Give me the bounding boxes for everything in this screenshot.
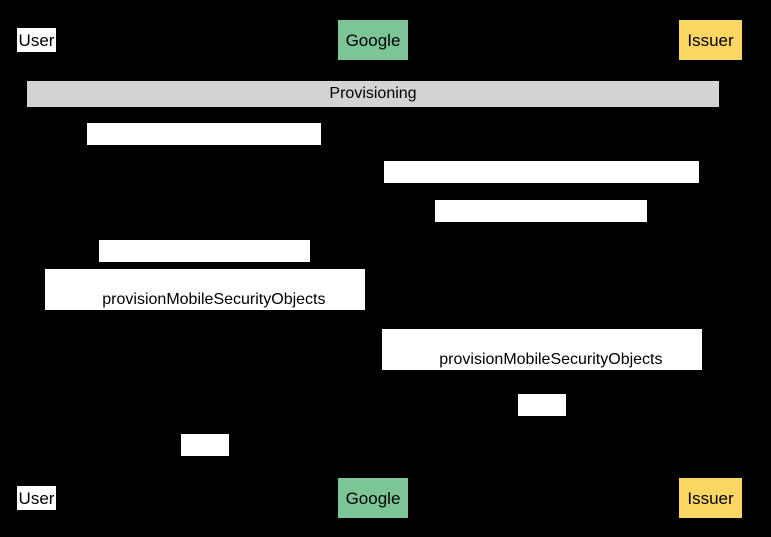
participant-label: Issuer: [687, 488, 734, 508]
message-label-provision-credential: provisionCredential(credentialId): [87, 123, 337, 162]
participant-head-user[interactable]: User: [17, 28, 56, 52]
message-label-provision-mso-google-to-issuer: provisionMobileSecurityObjects (credenti…: [382, 329, 702, 408]
message-line-1: provisionCredential(credentialId): [106, 145, 338, 162]
message-line-1: provisionMobileSecurityObjects: [102, 291, 326, 308]
message-line-1: provisionMobileSecurityObjects: [439, 351, 663, 368]
participant-foot-google[interactable]: Google: [338, 478, 408, 518]
message-line-1: Digital ID, credentialVersionId: [454, 222, 665, 239]
participant-foot-issuer[interactable]: Issuer: [679, 478, 742, 518]
participant-label: Google: [345, 30, 401, 50]
message-label-digital-id-issuer-to-google: Digital ID, credentialVersionId: [435, 200, 665, 239]
participant-label: User: [18, 30, 55, 50]
participant-label: User: [18, 488, 55, 508]
participant-foot-user[interactable]: User: [17, 486, 56, 510]
message-line-1: MSOs: [200, 456, 246, 473]
participant-head-google[interactable]: Google: [338, 20, 408, 60]
participant-head-issuer[interactable]: Issuer: [679, 20, 742, 60]
message-line-2: (credentialId, authKeys, proofOfProvisio…: [384, 391, 703, 408]
message-line-1: provisionCredential(credentialId, proofi…: [403, 183, 715, 200]
message-label-msos-google-to-user: MSOs: [181, 434, 245, 473]
fragment-label: Provisioning: [329, 85, 417, 102]
message-line-1: MSOs: [537, 416, 583, 433]
message-line-2: (credentialId, authKeys, proofOfProvisio…: [47, 331, 366, 348]
fragment-band-provisioning: Provisioning: [27, 81, 719, 107]
message-label-msos-issuer-to-google: MSOs: [518, 394, 582, 433]
message-label-provision-mso-user-to-google: provisionMobileSecurityObjects (credenti…: [45, 269, 365, 348]
participant-label: Google: [345, 488, 401, 508]
message-label-provision-credential-proofing: provisionCredential(credentialId, proofi…: [384, 161, 714, 200]
participant-label: Issuer: [687, 30, 734, 50]
message-label-digital-id-google-to-user: Digital ID, credentialVersionId: [99, 240, 329, 279]
